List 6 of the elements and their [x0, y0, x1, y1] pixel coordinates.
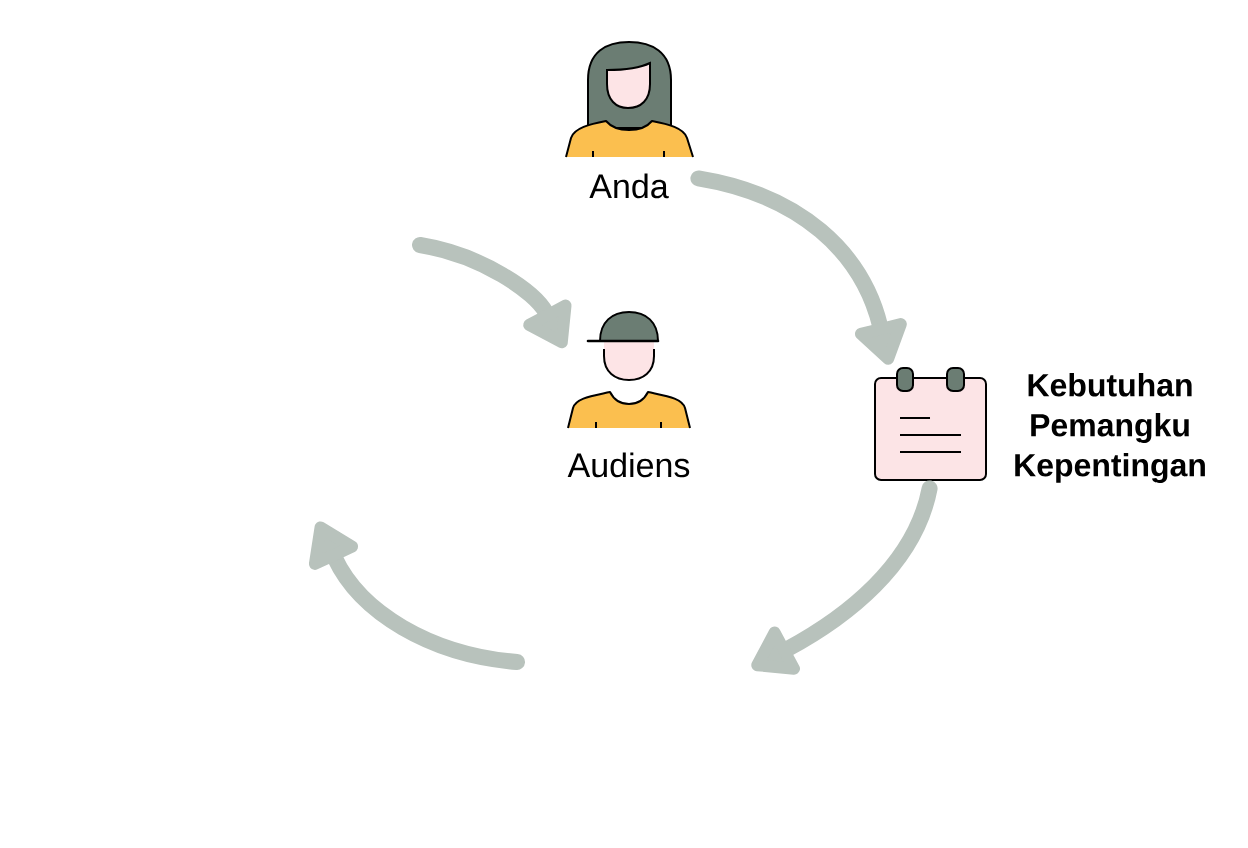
curved-arrow: [412, 237, 572, 349]
node-label: Audiens: [567, 452, 690, 478]
node-label: Anda: [589, 173, 669, 199]
node-label: Kebutuhan Pemangku Kepentingan: [1015, 373, 1205, 483]
curved-arrow: [751, 480, 938, 675]
curved-arrow: [690, 170, 907, 365]
